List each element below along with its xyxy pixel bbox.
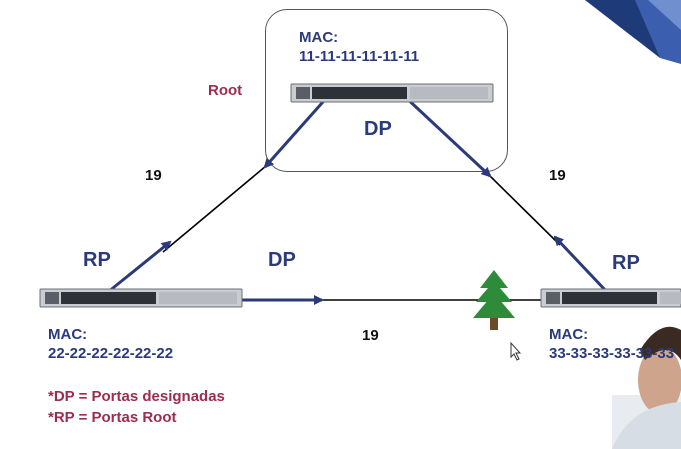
tree-icon [473,270,515,330]
slide-corner-decoration [585,0,681,64]
link-left-top [162,165,267,253]
port-label-left-dp: DP [268,249,296,271]
cost-bottom-link: 19 [362,327,379,344]
presenter-overlay [612,326,681,449]
port-label-top-dp: DP [364,118,392,140]
legend-dp: *DP = Portas designadas [48,388,225,405]
arrow-top-dp-right [400,92,492,178]
cost-right-link: 19 [549,167,566,184]
cost-left-link: 19 [145,167,162,184]
mac-label: MAC: [549,326,589,343]
arrow-left-rp [107,240,172,294]
legend-rp: *RP = Portas Root [48,409,177,426]
switch-top-icon [290,83,494,103]
mac-label: MAC: [299,29,339,46]
switch-top-mac: MAC: 11-11-11-11-11-11 [299,28,419,66]
arrow-top-dp-left [263,93,332,169]
mac-label: MAC: [48,326,88,343]
mac-address: 33-33-33-33-33-33 [549,345,675,362]
legend: *DP = Portas designadas *RP = Portas Roo… [48,386,225,428]
mac-address: 22-22-22-22-22-22 [48,345,174,362]
switch-left-icon [39,288,243,308]
switch-left-mac: MAC: 22-22-22-22-22-22 [48,325,173,363]
cursor-icon [510,341,522,361]
port-label-right-rp: RP [612,252,640,274]
switch-right-icon [540,288,681,308]
arrow-right-rp [553,235,609,294]
link-right-top [489,175,561,246]
switch-right-mac: MAC: 33-33-33-33-33-33 [549,325,674,363]
port-label-left-rp: RP [83,249,111,271]
mac-address: 11-11-11-11-11-11 [299,48,420,65]
root-label: Root [208,82,243,99]
